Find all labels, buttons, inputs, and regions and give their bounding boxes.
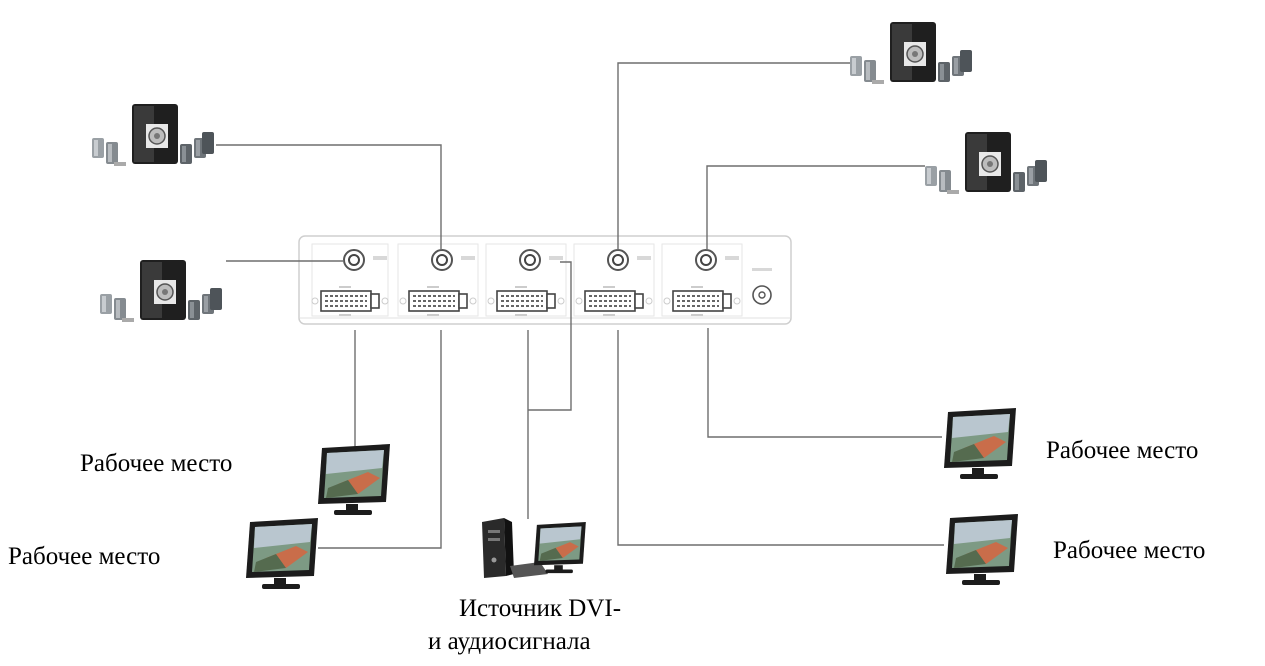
speaker-system-icon xyxy=(849,21,973,85)
monitor-icon-left-top xyxy=(318,444,390,515)
monitor-icon-right-top xyxy=(944,408,1016,479)
speaker-system-icon xyxy=(99,259,223,323)
source-label-line1: Источник DVI- xyxy=(458,595,622,622)
speaker-system-icon xyxy=(91,103,215,167)
audio-line-right-top xyxy=(617,62,862,250)
audio-line-left-top xyxy=(216,144,442,250)
dvi-line-workstation-right-bottom xyxy=(617,330,944,546)
source-computer-icon xyxy=(482,518,586,578)
monitor-icon-left-bottom xyxy=(246,518,318,589)
dvi-line-workstation-right-top xyxy=(707,328,942,438)
monitor-icon-right-bottom xyxy=(946,514,1018,585)
source-label-line2: и аудиосигнала xyxy=(428,628,591,655)
power-jack-icon xyxy=(752,268,772,305)
source-label: Источник DVI- и аудиосигнала xyxy=(420,592,660,658)
dvi-line-workstation-left-bottom xyxy=(318,330,442,549)
workstation-label-right-bottom: Рабочее место xyxy=(1053,537,1206,564)
connection-lines xyxy=(216,62,944,549)
workstation-label-left-bottom: Рабочее место xyxy=(8,543,161,570)
speaker-system-icon xyxy=(924,131,1048,195)
audio-line-right-middle xyxy=(706,165,925,250)
dvi-switch-device xyxy=(298,235,792,325)
workstation-label-right-top: Рабочее место xyxy=(1046,437,1199,464)
source-audio-line xyxy=(528,261,572,411)
workstation-label-left-top: Рабочее место xyxy=(80,450,233,477)
